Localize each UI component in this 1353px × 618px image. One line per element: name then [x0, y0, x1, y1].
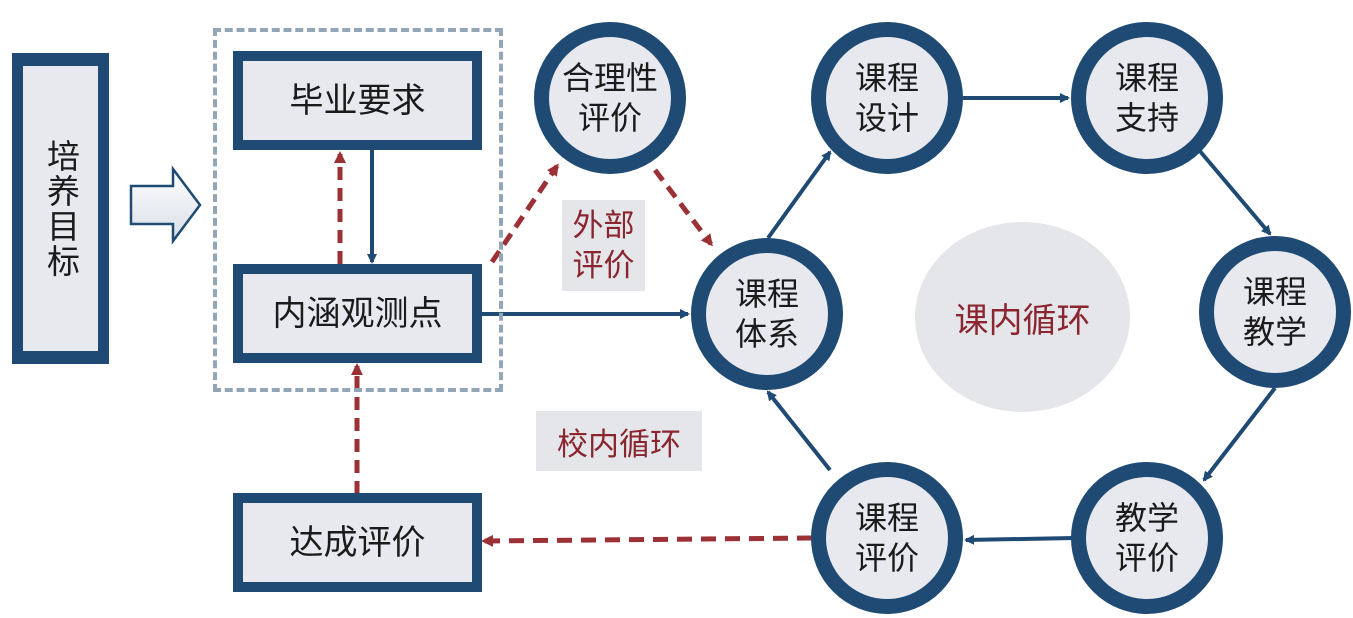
- graduation-requirements-box: 毕业要求: [233, 51, 482, 150]
- graduation-requirements-label: 毕业要求: [289, 80, 426, 121]
- in-school-cycle-label: 校内循环: [536, 411, 702, 471]
- indicators-to-rationality-dashed-arrow: [489, 163, 560, 264]
- goal-to-requirements-arrow: [129, 165, 202, 245]
- indicators-box: 内涵观测点: [233, 264, 482, 363]
- course-evaluation-to-system-arrow: [766, 390, 832, 472]
- training-goal-box: 培养目标: [12, 53, 109, 364]
- course-system-label: 课程 体系: [734, 275, 799, 353]
- course-evaluation-to-achievement-dashed-arrow: [481, 534, 813, 547]
- in-course-cycle-ellipse: 课内循环: [915, 222, 1130, 412]
- in-course-cycle-label: 课内循环: [954, 300, 1091, 341]
- teaching-evaluation-node: 教学 评价: [1071, 462, 1223, 614]
- training-goal-inner: 培养目标: [23, 66, 98, 351]
- course-support-node: 课程 支持: [1071, 22, 1223, 174]
- rationality-evaluation-label: 合理性 评价: [561, 59, 658, 137]
- teaching-evaluation-label: 教学 评价: [1114, 499, 1179, 577]
- training-goal-label: 培养目标: [41, 138, 81, 279]
- achievement-evaluation-box: 达成评价: [233, 493, 482, 592]
- course-evaluation-node: 课程 评价: [811, 462, 963, 614]
- course-evaluation-label: 课程 评价: [854, 499, 919, 577]
- teaching-evaluation-to-course-evaluation-arrow: [964, 534, 1075, 545]
- course-support-label: 课程 支持: [1114, 59, 1179, 137]
- course-system-node: 课程 体系: [691, 238, 843, 390]
- course-teaching-node: 课程 教学: [1199, 236, 1351, 388]
- indicators-label: 内涵观测点: [272, 293, 443, 334]
- course-system-to-design-arrow: [766, 150, 832, 240]
- course-design-node: 课程 设计: [811, 22, 963, 174]
- teaching-to-teaching-evaluation-arrow: [1202, 386, 1277, 482]
- rationality-evaluation-node: 合理性 评价: [534, 22, 686, 174]
- external-evaluation-label: 外部 评价: [562, 200, 645, 291]
- rationality-to-course-system-dashed-arrow: [653, 168, 713, 247]
- support-to-teaching-arrow: [1197, 148, 1272, 236]
- requirements-frame: [213, 28, 503, 392]
- course-teaching-label: 课程 教学: [1242, 273, 1307, 351]
- course-design-label: 课程 设计: [854, 59, 919, 137]
- achievement-evaluation-label: 达成评价: [289, 522, 426, 563]
